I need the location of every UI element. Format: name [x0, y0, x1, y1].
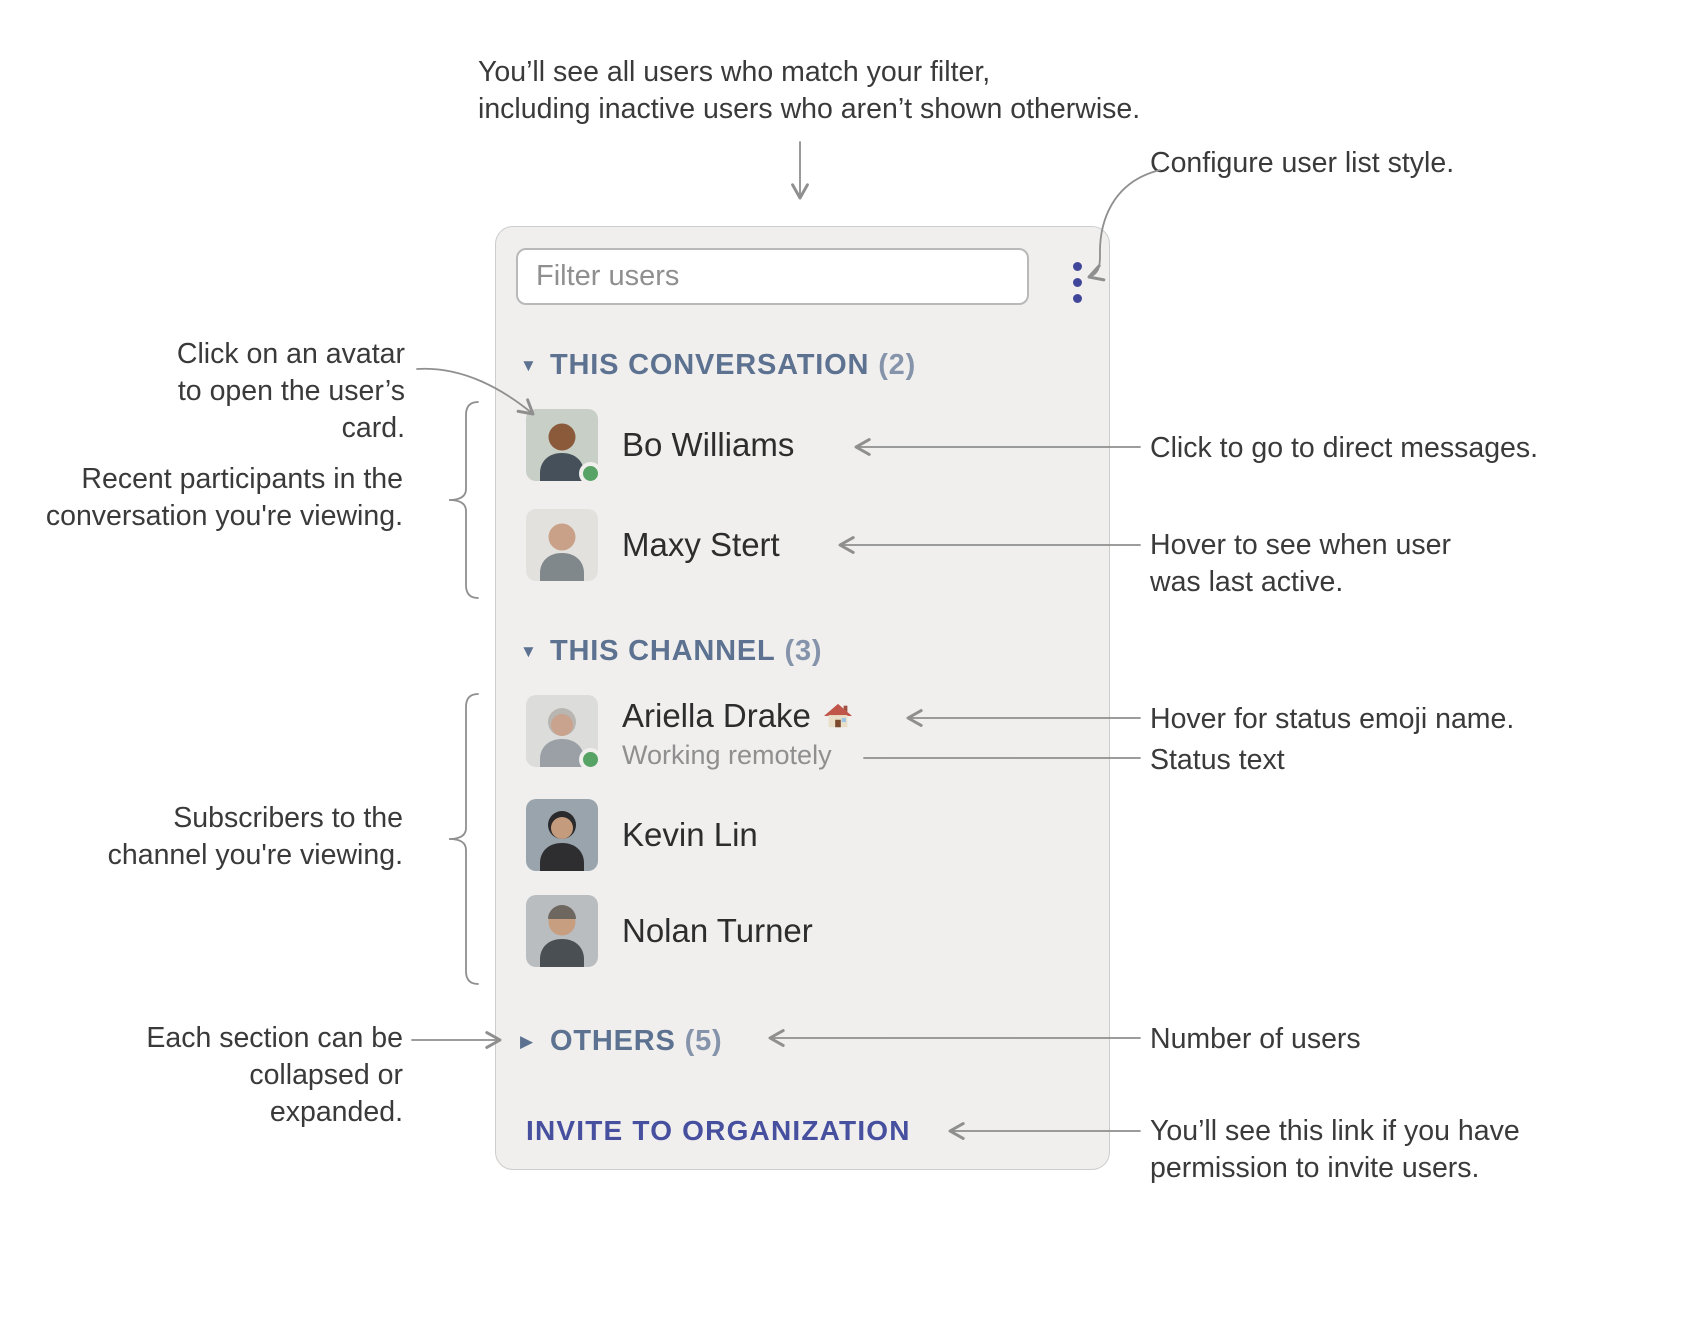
brace-recent-participants — [448, 401, 479, 599]
annotation-line: Configure user list style. — [1150, 147, 1455, 179]
section-count: (2) — [878, 349, 917, 381]
annotation-line: including inactive users who aren’t show… — [478, 93, 1141, 125]
annotation-filter-note: You’ll see all users who match your filt… — [478, 54, 1178, 128]
annotation-line: Each section can be — [146, 1022, 403, 1054]
expand-triangle-icon[interactable]: ▶ — [520, 1031, 534, 1051]
avatar-image — [526, 895, 598, 967]
annotation-last-active-note: Hover to see when user was last active. — [1150, 527, 1580, 601]
annotation-configure-note: Configure user list style. — [1150, 145, 1570, 182]
invite-to-organization-link[interactable]: INVITE TO ORGANIZATION — [526, 1115, 911, 1146]
avatar-image — [526, 509, 598, 581]
house-status-emoji-icon[interactable] — [823, 701, 853, 731]
annotation-line: Subscribers to the — [173, 802, 403, 834]
presence-dot-icon — [579, 748, 602, 771]
avatar[interactable] — [526, 409, 602, 485]
avatar[interactable] — [526, 895, 598, 967]
annotation-line: collapsed or expanded. — [249, 1059, 403, 1128]
annotation-subscribers-note: Subscribers to the channel you're viewin… — [105, 800, 403, 874]
annotation-avatar-click-note: Click on an avatar to open the user’s ca… — [140, 336, 405, 447]
user-name[interactable]: Kevin Lin — [622, 816, 758, 853]
annotation-collapse-note: Each section can be collapsed or expande… — [145, 1020, 403, 1131]
user-row-ariella-drake[interactable]: Ariella Drake Working remotely — [526, 695, 853, 771]
section-header-others[interactable]: ▶ OTHERS (5) — [520, 1025, 723, 1058]
annotation-line: channel you're viewing. — [107, 839, 403, 871]
annotation-line: Number of users — [1150, 1023, 1361, 1055]
avatar[interactable] — [526, 509, 598, 581]
user-row-maxy-stert[interactable]: Maxy Stert — [526, 509, 780, 581]
user-row-kevin-lin[interactable]: Kevin Lin — [526, 799, 758, 871]
section-header-this-conversation[interactable]: ▼ THIS CONVERSATION (2) — [520, 349, 916, 382]
annotation-line: to open the user’s card. — [177, 375, 405, 444]
collapse-triangle-icon[interactable]: ▼ — [520, 355, 538, 375]
section-label: THIS CHANNEL — [550, 635, 776, 667]
collapse-triangle-icon[interactable]: ▼ — [520, 641, 538, 661]
annotation-line: conversation you're viewing. — [45, 500, 403, 532]
section-count: (3) — [784, 635, 823, 667]
annotation-user-count-note: Number of users — [1150, 1021, 1580, 1058]
annotation-line: permission to invite users. — [1150, 1152, 1480, 1184]
brace-subscribers — [448, 693, 479, 985]
avatar[interactable] — [526, 695, 602, 771]
annotation-status-emoji-note: Hover for status emoji name. — [1150, 701, 1580, 738]
annotation-line: Hover for status emoji name. — [1150, 703, 1515, 735]
presence-dot-icon — [579, 462, 602, 485]
annotation-dm-note: Click to go to direct messages. — [1150, 430, 1580, 467]
user-name[interactable]: Maxy Stert — [622, 526, 780, 563]
annotation-line: Status text — [1150, 744, 1285, 776]
section-header-this-channel[interactable]: ▼ THIS CHANNEL (3) — [520, 635, 822, 668]
section-label: THIS CONVERSATION — [550, 349, 870, 381]
section-label: OTHERS — [550, 1025, 676, 1057]
ellipsis-dot — [1072, 293, 1082, 303]
annotation-line: Hover to see when user — [1150, 529, 1451, 561]
annotation-line: You’ll see this link if you have — [1150, 1115, 1520, 1147]
annotation-line: Recent participants in the — [81, 463, 403, 495]
user-row-nolan-turner[interactable]: Nolan Turner — [526, 895, 813, 967]
annotation-status-text-note: Status text — [1150, 742, 1580, 779]
annotation-line: You’ll see all users who match your filt… — [478, 56, 991, 88]
annotation-invite-note: You’ll see this link if you have permiss… — [1150, 1113, 1590, 1187]
avatar[interactable] — [526, 799, 598, 871]
user-row-bo-williams[interactable]: Bo Williams — [526, 409, 795, 485]
annotation-line: Click on an avatar — [176, 338, 405, 370]
user-status-text: Working remotely — [622, 740, 832, 770]
ellipsis-dot — [1072, 277, 1082, 287]
annotation-line: Click to go to direct messages. — [1150, 432, 1539, 464]
user-name[interactable]: Nolan Turner — [622, 912, 813, 949]
ellipsis-dot — [1072, 261, 1082, 271]
user-list-panel: ▼ THIS CONVERSATION (2) Bo Williams — [495, 226, 1110, 1170]
user-list-style-menu-icon[interactable] — [1065, 258, 1089, 306]
avatar-image — [526, 799, 598, 871]
user-name[interactable]: Bo Williams — [622, 426, 795, 463]
annotation-recent-participants-note: Recent participants in the conversation … — [45, 461, 403, 535]
section-count: (5) — [684, 1025, 723, 1057]
user-name[interactable]: Ariella Drake — [622, 697, 811, 734]
annotation-line: was last active. — [1150, 566, 1344, 598]
filter-users-input[interactable] — [516, 248, 1029, 305]
